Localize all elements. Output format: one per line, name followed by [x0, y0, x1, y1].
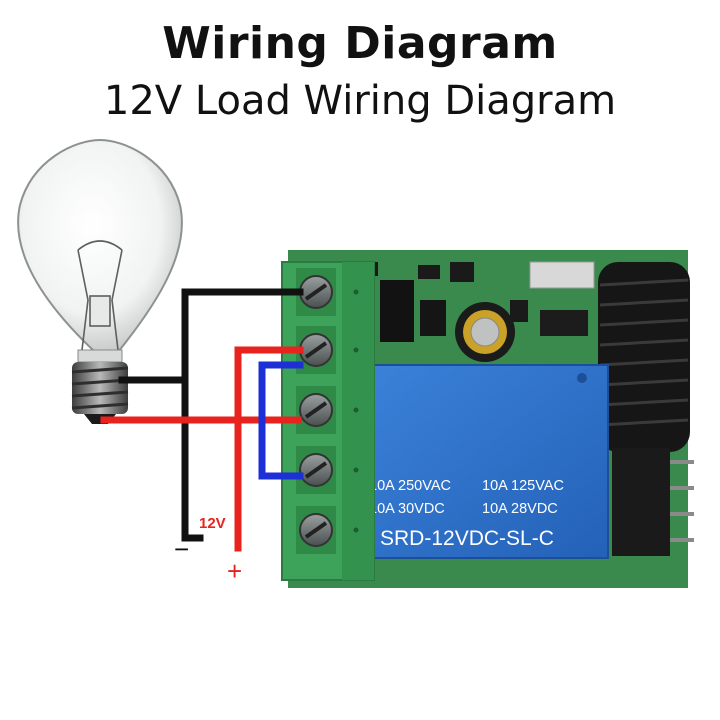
voltage-label: 12V — [199, 515, 226, 532]
bulb-neck — [77, 349, 123, 363]
negative-terminal-symbol: − — [174, 534, 189, 564]
light-bulb — [17, 138, 183, 424]
relay-rating-1a: 10A 250VAC — [369, 478, 451, 494]
page-title: Wiring Diagram — [162, 18, 558, 69]
relay: 10A 250VAC 10A 125VAC 10A 30VDC 10A 28VD… — [361, 364, 609, 559]
wires — [100, 288, 304, 552]
relay-rating-2a: 10A 30VDC — [369, 501, 445, 517]
relay-module: 10A 250VAC 10A 125VAC 10A 30VDC 10A 28VD… — [281, 250, 694, 588]
antenna-coil — [598, 262, 690, 452]
wire-blue-jumper — [258, 361, 304, 480]
bulb-base — [71, 362, 129, 424]
bulb-glass — [17, 138, 183, 353]
header-pins — [612, 448, 694, 556]
capacitor — [455, 302, 515, 362]
bulb-filament — [77, 240, 123, 351]
positive-terminal-symbol: + — [227, 556, 242, 586]
relay-rating-1b: 10A 125VAC — [482, 478, 564, 494]
terminal-screw-4 — [296, 446, 359, 494]
relay-model: SRD-12VDC-SL-C — [380, 527, 554, 550]
terminal-screw-5 — [296, 506, 359, 554]
relay-rating-2b: 10A 28VDC — [482, 501, 558, 517]
page-subtitle: 12V Load Wiring Diagram — [103, 78, 617, 124]
terminal-screw-3 — [296, 386, 359, 434]
